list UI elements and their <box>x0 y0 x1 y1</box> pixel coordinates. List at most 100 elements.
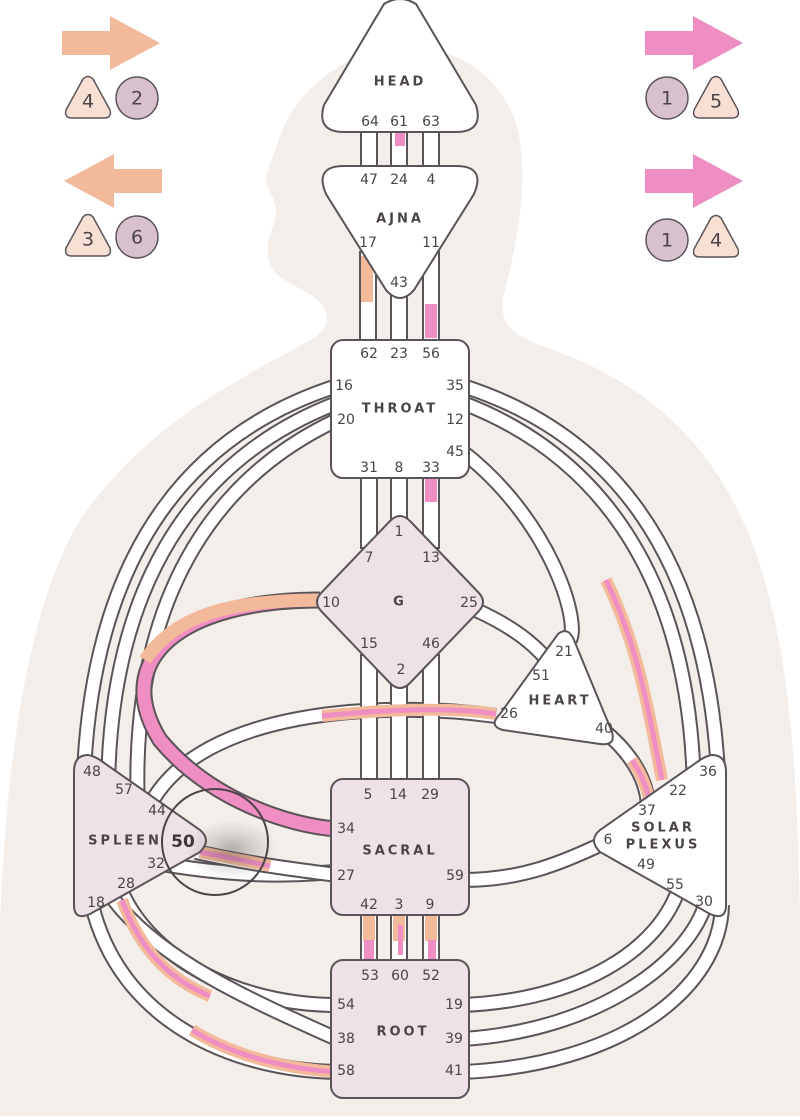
gate-3: 3 <box>395 897 404 913</box>
channel-45-21 <box>459 447 578 643</box>
g-center[interactable] <box>316 515 484 689</box>
channel-43-23 <box>390 291 408 341</box>
channel-20-34 <box>131 414 340 813</box>
gate-48: 48 <box>83 764 101 780</box>
right-arrow-icon <box>62 16 160 70</box>
root-center[interactable] <box>330 959 470 1099</box>
gate-34: 34 <box>337 821 355 837</box>
triangle-value: 3 <box>82 229 94 251</box>
gate-57: 57 <box>115 782 133 798</box>
circle-marker <box>645 218 689 262</box>
spleen-center[interactable] <box>73 753 207 918</box>
gate-25: 25 <box>460 595 478 611</box>
arrow-bottom-right[interactable]: 1 4 <box>645 154 743 262</box>
root-label: ROOT <box>377 1025 430 1040</box>
gate-51: 51 <box>532 668 550 684</box>
activation-53 <box>364 940 374 960</box>
gate-55: 55 <box>666 877 684 893</box>
circle-marker <box>115 76 159 120</box>
channel-59-6 <box>462 836 609 886</box>
gate-62: 62 <box>360 346 378 362</box>
sacral-label: SACRAL <box>362 844 437 859</box>
gate-50-highlight[interactable]: 50 <box>161 788 278 896</box>
channel-28-38-active-personality <box>119 899 211 999</box>
gate-14: 14 <box>389 787 407 803</box>
gate-16: 16 <box>335 378 353 394</box>
circle-value: 1 <box>661 230 673 252</box>
channel-46-29 <box>422 654 440 780</box>
gate-13: 13 <box>422 550 440 566</box>
gate-41: 41 <box>445 1063 463 1079</box>
heart-label: HEART <box>528 694 591 709</box>
gate-40: 40 <box>595 721 613 737</box>
activation-56 <box>425 304 437 338</box>
gate-38: 38 <box>337 1031 355 1047</box>
gate-2: 2 <box>397 662 406 678</box>
gate-46: 46 <box>422 636 440 652</box>
activation-9 <box>425 915 437 941</box>
gate-54: 54 <box>337 997 355 1013</box>
gate-23: 23 <box>390 346 408 362</box>
gate-45: 45 <box>446 444 464 460</box>
activation-3b <box>398 925 403 955</box>
gate-44: 44 <box>148 803 166 819</box>
gate-28: 28 <box>117 876 135 892</box>
channel-12-22 <box>460 397 700 791</box>
channel-63-4 <box>422 131 440 167</box>
gate-9: 9 <box>426 897 435 913</box>
heart-center[interactable] <box>493 630 614 746</box>
gate-6: 6 <box>604 832 613 848</box>
g-label: G <box>393 595 407 610</box>
gate-1: 1 <box>395 524 404 540</box>
activation-17 <box>361 256 373 302</box>
head-label: HEAD <box>374 75 427 90</box>
gate-37: 37 <box>638 803 656 819</box>
gate-35: 35 <box>446 378 464 394</box>
channel-20-57 <box>102 397 340 791</box>
gate-36: 36 <box>699 764 717 780</box>
activation-33 <box>425 478 437 502</box>
gate-43: 43 <box>390 275 408 291</box>
circle-marker <box>115 215 159 259</box>
gate-53: 53 <box>361 968 379 984</box>
gate-30: 30 <box>695 894 713 910</box>
channel-12-22-active-personality <box>603 578 665 781</box>
activation-52 <box>428 940 436 960</box>
triangle-value: 4 <box>82 91 94 113</box>
gate-20: 20 <box>337 412 355 428</box>
center-layer <box>73 0 727 1099</box>
gate-12: 12 <box>446 412 464 428</box>
activation-42 <box>363 915 375 941</box>
sacral-center[interactable] <box>330 778 470 916</box>
channel-39-55 <box>462 900 712 1045</box>
channel-2-14 <box>390 683 408 780</box>
ajna-center[interactable] <box>321 165 479 299</box>
circle-marker <box>645 76 689 120</box>
gate-31: 31 <box>360 460 378 476</box>
gate-18: 18 <box>87 895 105 911</box>
circle-value: 1 <box>661 88 673 110</box>
throat-center[interactable] <box>330 339 470 479</box>
label-layer: HEAD AJNA THROAT G HEART SACRAL SPLEEN S… <box>83 75 717 1080</box>
arrow-top-left[interactable]: 4 2 <box>62 16 160 120</box>
gate-50: 50 <box>171 832 195 852</box>
gate-56: 56 <box>422 346 440 362</box>
channel-26-44-active-personality <box>321 707 497 719</box>
gate-11: 11 <box>422 235 440 251</box>
throat-label: THROAT <box>362 402 438 417</box>
gate-17: 17 <box>359 235 377 251</box>
gate-29: 29 <box>421 787 439 803</box>
spleen-label: SPLEEN <box>88 834 162 849</box>
arrow-top-right[interactable]: 1 5 <box>645 16 743 120</box>
gate-61: 61 <box>390 114 408 130</box>
head-center[interactable] <box>321 0 479 133</box>
right-arrow-icon <box>645 154 743 208</box>
ajna-label: AJNA <box>376 212 424 227</box>
solar-plexus-label-line1: SOLAR <box>631 821 695 836</box>
arrow-bottom-left[interactable]: 3 6 <box>64 154 162 259</box>
gate-15: 15 <box>360 636 378 652</box>
solar-plexus-center[interactable] <box>593 753 727 918</box>
gate-63: 63 <box>422 114 440 130</box>
